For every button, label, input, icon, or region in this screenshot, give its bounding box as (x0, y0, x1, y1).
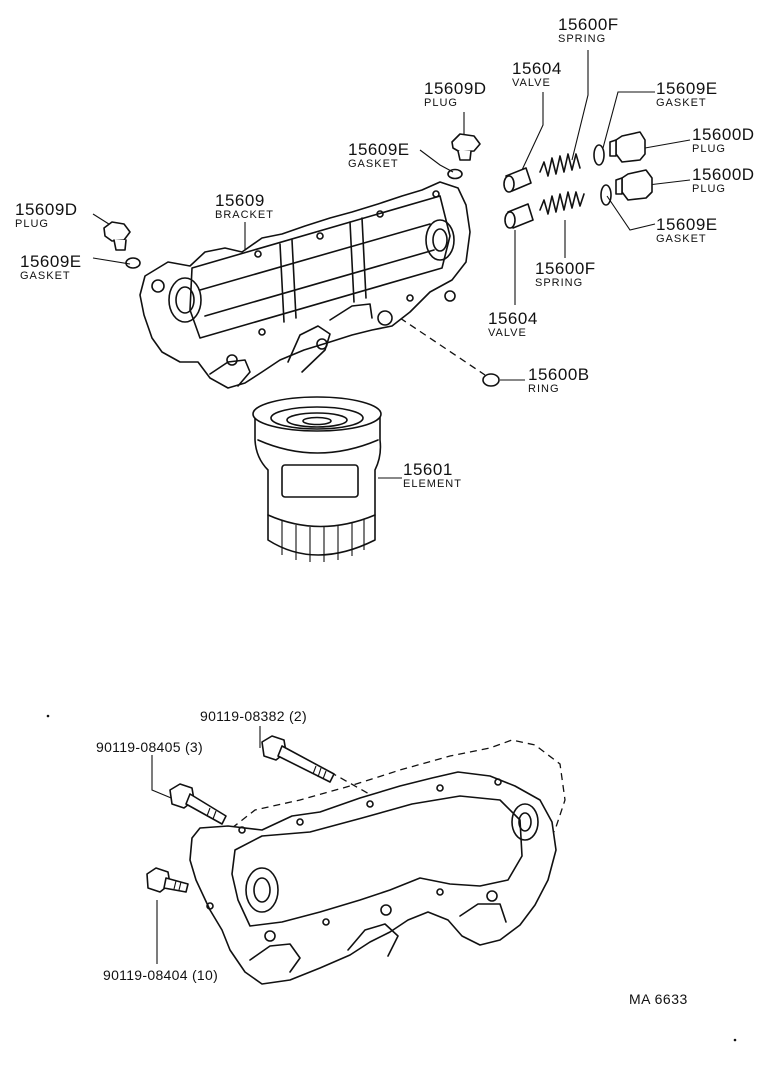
part-name: RING (528, 383, 560, 395)
part-number: 15600B (528, 365, 590, 384)
part-name: GASKET (20, 270, 71, 282)
gasket-right-upper (593, 144, 605, 166)
valve-upper (503, 167, 532, 193)
spring-lower (539, 191, 585, 215)
leader-lines (92, 50, 691, 964)
callout-15609e-right-lower: 15609E GASKET (656, 216, 718, 245)
callout-15600f-top: 15600F SPRING (558, 16, 619, 45)
part-number: 15604 (512, 59, 562, 78)
bolt-label-90119-08382: 90119-08382 (2) (200, 708, 307, 724)
part-name: PLUG (692, 183, 726, 195)
callout-15601-element: 15601 ELEMENT (403, 461, 462, 490)
spring-upper (539, 153, 581, 177)
part-name: VALVE (488, 327, 527, 339)
part-name: ELEMENT (403, 478, 462, 490)
callout-15609e-top: 15609E GASKET (348, 141, 410, 170)
gasket-right-lower (600, 184, 612, 206)
callout-15609-bracket: 15609 BRACKET (215, 192, 274, 221)
plug-15609d-top (451, 133, 481, 161)
bolt-90119-08405 (169, 783, 227, 825)
part-number: 15609E (20, 252, 82, 271)
part-name: GASKET (656, 233, 707, 245)
part-name: PLUG (424, 97, 458, 109)
part-name: VALVE (512, 77, 551, 89)
bolt-label-90119-08405: 90119-08405 (3) (96, 739, 203, 755)
part-number: 15600D (692, 165, 755, 184)
part-number: 15609D (424, 79, 487, 98)
o-ring-15600b (482, 373, 500, 387)
callout-15604-top: 15604 VALVE (512, 60, 562, 89)
part-name: BRACKET (215, 209, 274, 221)
part-number: 15609E (656, 79, 718, 98)
oil-filter-element (252, 396, 382, 562)
gasket-top (447, 168, 463, 180)
plug-15600d-upper (609, 131, 646, 163)
dot-mark (733, 1038, 737, 1042)
part-number: 15609 (215, 191, 265, 210)
part-number: 15600D (692, 125, 755, 144)
part-name: GASKET (656, 97, 707, 109)
plug-15600d-lower (615, 169, 653, 201)
callout-15600f-lower: 15600F SPRING (535, 260, 596, 289)
bolt-label-90119-08404: 90119-08404 (10) (103, 967, 219, 983)
part-number: 15601 (403, 460, 453, 479)
oil-filter-bracket (139, 181, 471, 389)
valve-lower (504, 203, 534, 229)
callout-15609d-top: 15609D PLUG (424, 80, 487, 109)
bolt-90119-08382 (261, 735, 335, 783)
diagram-code: MA 6633 (629, 991, 688, 1007)
part-name: PLUG (692, 143, 726, 155)
part-name: SPRING (558, 33, 607, 45)
part-number: 15609E (656, 215, 718, 234)
bracket-mounting-plate (189, 771, 557, 985)
callout-15600b-ring: 15600B RING (528, 366, 590, 395)
callout-15609e-left: 15609E GASKET (20, 253, 82, 282)
bolt-90119-08404 (146, 867, 189, 893)
part-name: SPRING (535, 277, 584, 289)
callout-15600d-upper: 15600D PLUG (692, 126, 755, 155)
callout-15600d-lower: 15600D PLUG (692, 166, 755, 195)
part-number: 15609E (348, 140, 410, 159)
callout-15609e-right-top: 15609E GASKET (656, 80, 718, 109)
part-number: 15609D (15, 200, 78, 219)
part-number: 15600F (535, 259, 596, 278)
plug-15609d-left (103, 221, 131, 251)
part-number: 15604 (488, 309, 538, 328)
gasket-left (125, 257, 141, 269)
callout-15609d-left: 15609D PLUG (15, 201, 78, 230)
part-name: GASKET (348, 158, 399, 170)
dot-mark (46, 714, 50, 718)
part-name: PLUG (15, 218, 49, 230)
callout-15604-lower: 15604 VALVE (488, 310, 538, 339)
part-number: 15600F (558, 15, 619, 34)
